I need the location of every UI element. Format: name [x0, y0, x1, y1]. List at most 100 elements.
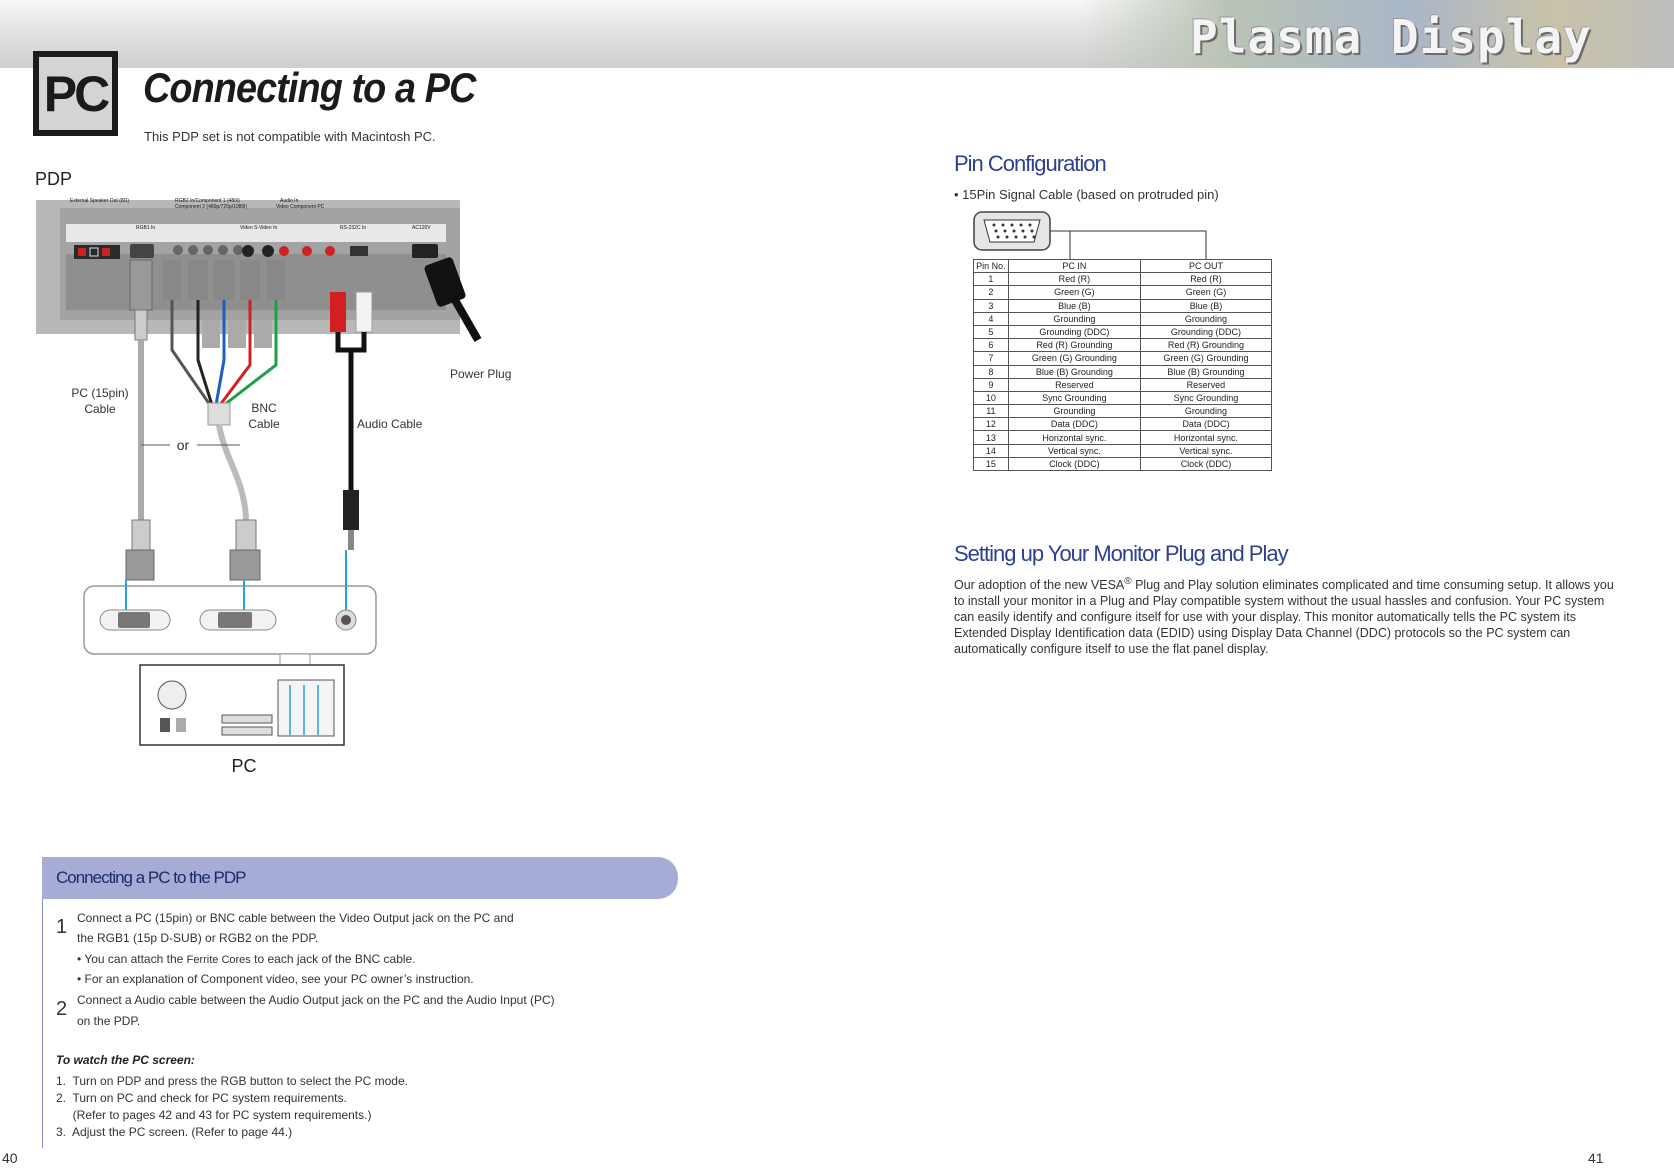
panel-label-rgb1: RGB1 In: [136, 225, 155, 231]
pc-in: Horizontal sync.: [1007, 430, 1141, 445]
pc-in: Blue (B): [1007, 298, 1141, 313]
pc-out: Sync Grounding: [1139, 390, 1273, 406]
pc-in: Green (G) Grounding: [1007, 351, 1141, 366]
panel-label-ac: AC120V: [412, 225, 431, 231]
pin-table-header-pc-in: PC IN: [1007, 258, 1141, 274]
pc-tower-back: [139, 664, 345, 746]
bnc-cable-label-line2: Cable: [248, 417, 280, 431]
pin-no: 2: [973, 285, 1009, 300]
pc-port-callout: [83, 550, 377, 681]
panel-label-rs232c: RS-232C In: [340, 225, 366, 231]
watch-pc-title: To watch the PC screen:: [56, 1053, 195, 1067]
header-circuit-art: [1080, 0, 1674, 68]
pc-out: Red (R) Grounding: [1139, 338, 1273, 353]
pc-out: Grounding: [1139, 311, 1273, 326]
plug-and-play-title: Setting up Your Monitor Plug and Play: [954, 541, 1289, 566]
pc-in: Grounding: [1007, 311, 1141, 326]
bnc-cable-label-line1: BNC: [251, 401, 277, 415]
connection-diagram: PDP External Speaker Out (8Ω) RGB2 In/Co…: [35, 169, 511, 776]
pin-config-title: Pin Configuration: [954, 151, 1107, 176]
panel-label-rgb2-sub: Component 2 (480p/720p/1080i): [175, 204, 247, 210]
step-2-line-1: Connect a Audio cable between the Audio …: [77, 993, 555, 1007]
pc-out: Red (R): [1139, 272, 1273, 287]
pc-out: Blue (B) Grounding: [1139, 364, 1273, 379]
pc-in: Clock (DDC): [1007, 456, 1141, 472]
pin-table-header-pc-out: PC OUT: [1139, 258, 1273, 274]
plug-and-play-text: Our adoption of the new VESA® Plug and P…: [954, 574, 1614, 657]
panel-label-ext-speaker: External Speaker Out (8Ω): [70, 198, 129, 204]
pin-table-header-pin-no: Pin No.: [973, 258, 1009, 274]
step-1-number: 1: [56, 916, 68, 938]
pc-badge-text: PC: [39, 57, 112, 130]
pc-in: Sync Grounding: [1007, 390, 1141, 406]
box-left-rule: [42, 870, 43, 1148]
pc-cable-label-line1: PC (15pin): [71, 386, 128, 400]
pc-out: Grounding: [1139, 404, 1273, 419]
pc-out: Blue (B): [1139, 298, 1273, 313]
step-1-line-1: Connect a PC (15pin) or BNC cable betwee…: [77, 911, 514, 925]
page-header-band: Plasma Display: [0, 0, 1674, 68]
bullet-1-pre: • You can attach the: [77, 952, 187, 966]
pc-in: Data (DDC): [1007, 417, 1141, 432]
pc-in: Red (R) Grounding: [1007, 338, 1141, 353]
panel-label-audio-in: Audio In: [280, 198, 299, 204]
ferrite-cores-text: Ferrite Cores: [186, 954, 251, 966]
pin-no: 11: [973, 404, 1009, 419]
audio-cable: [330, 291, 373, 550]
pc-badge: PC: [33, 51, 118, 136]
watch-pc-steps: 1. Turn on PDP and press the RGB button …: [56, 1073, 408, 1141]
pin-no: 14: [973, 443, 1009, 458]
pin-no: 10: [973, 390, 1009, 406]
pc-in: Grounding: [1007, 404, 1141, 419]
step-1-bullet-1: • You can attach the Ferrite Cores to ea…: [77, 949, 416, 970]
pc-in: Blue (B) Grounding: [1007, 364, 1141, 379]
connect-box-header: Connecting a PC to the PDP: [42, 857, 678, 899]
audio-cable-label: Audio Cable: [357, 417, 423, 431]
pc-in: Grounding (DDC): [1007, 324, 1141, 340]
brand-title: Plasma Display: [1190, 10, 1592, 64]
step-1-line-2: the RGB1 (15p D-SUB) or RGB2 on the PDP.: [77, 931, 319, 945]
pc-cable-label-line2: Cable: [84, 402, 116, 416]
panel-label-svideo: S-Video In: [254, 225, 277, 231]
pc-out: Clock (DDC): [1139, 456, 1273, 472]
pc-in: Reserved: [1007, 377, 1141, 392]
pin-table-header-row: Pin No. PC IN PC OUT: [973, 258, 1273, 274]
page-subtitle: This PDP set is not compatible with Maci…: [144, 129, 436, 144]
dsub-connector-illustration: [973, 211, 1207, 260]
power-plug: [424, 257, 482, 342]
step-2-line-2: on the PDP.: [77, 1014, 141, 1028]
step-2-number: 2: [56, 998, 68, 1020]
pc-out: Reserved: [1139, 377, 1273, 392]
panel-label-video: Video: [240, 225, 253, 231]
list-item: 2. Turn on PC and check for PC system re…: [56, 1091, 347, 1105]
pin-no: 5: [973, 324, 1009, 340]
pc-out: Vertical sync.: [1139, 443, 1273, 458]
page-title: Connecting to a PC: [143, 64, 476, 111]
pin-no: 3: [973, 298, 1009, 313]
pin-no: 9: [973, 377, 1009, 392]
page-number-right: 41: [1588, 1150, 1604, 1166]
pc-out: Data (DDC): [1139, 417, 1273, 432]
page-number-left: 40: [2, 1150, 18, 1166]
pc-out: Green (G): [1139, 285, 1273, 300]
bullet-1-post: to each jack of the BNC cable.: [250, 952, 416, 966]
pc-out: Green (G) Grounding: [1139, 351, 1273, 366]
pin-no: 8: [973, 364, 1009, 379]
step-1-bullet-2: • For an explanation of Component video,…: [77, 972, 474, 986]
pc-in: Green (G): [1007, 285, 1141, 300]
pc-in: Vertical sync.: [1007, 443, 1141, 458]
